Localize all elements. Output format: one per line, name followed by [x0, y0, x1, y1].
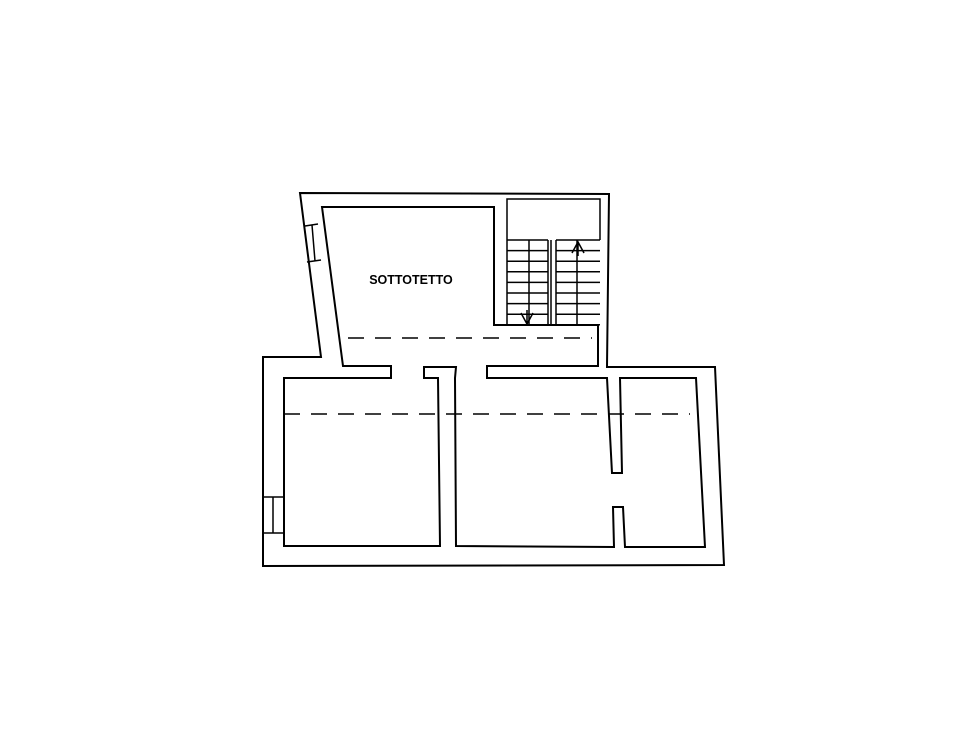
window-upper-left	[304, 223, 322, 263]
stair-down-arrow-icon	[520, 310, 534, 326]
outer-wall	[262, 191, 726, 568]
inner-wall	[283, 206, 707, 549]
stair-up-arrow-icon	[571, 240, 585, 256]
room-label-sottotetto: SOTTOTETTO	[369, 273, 453, 287]
staircase	[506, 198, 601, 326]
window-lower-left	[263, 496, 284, 534]
